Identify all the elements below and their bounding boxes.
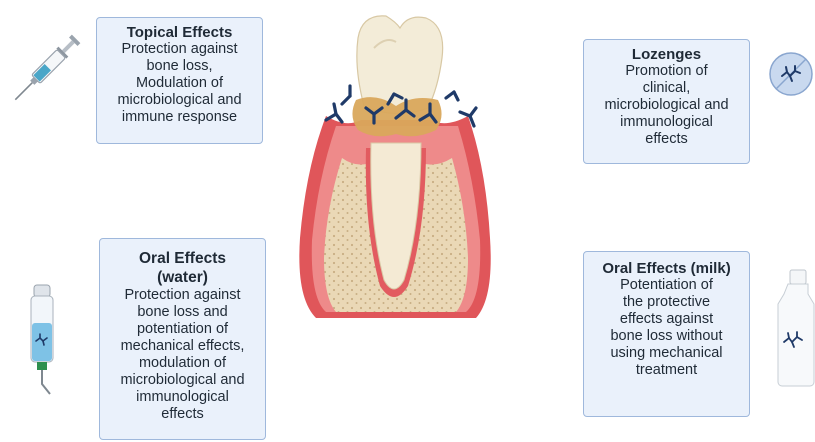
lozenges-box: Lozenges Promotion of clinical, microbio… xyxy=(583,39,750,164)
oral-effects-water-title: Oral Effects (water) xyxy=(106,249,259,287)
topical-effects-text: Protection against bone loss, Modulation… xyxy=(103,41,256,126)
lozenges-text: Promotion of clinical, microbiological a… xyxy=(590,63,743,148)
tooth-periodontium-icon xyxy=(296,8,496,326)
lozenge-icon xyxy=(768,51,814,97)
topical-effects-box: Topical Effects Protection against bone … xyxy=(96,17,263,144)
oral-effects-water-text: Protection against bone loss and potenti… xyxy=(106,287,259,423)
syringe-icon xyxy=(10,28,80,113)
topical-effects-title: Topical Effects xyxy=(103,24,256,41)
oral-effects-water-box: Oral Effects (water) Protection against … xyxy=(99,238,266,440)
water-bottle-icon xyxy=(25,283,65,403)
milk-bottle-icon xyxy=(770,268,815,388)
lozenges-title: Lozenges xyxy=(590,46,743,63)
oral-effects-milk-text: Potentiation of the protective effects a… xyxy=(590,277,743,379)
oral-effects-milk-box: Oral Effects (milk) Potentiation of the … xyxy=(583,251,750,417)
oral-effects-milk-title: Oral Effects (milk) xyxy=(590,260,743,277)
